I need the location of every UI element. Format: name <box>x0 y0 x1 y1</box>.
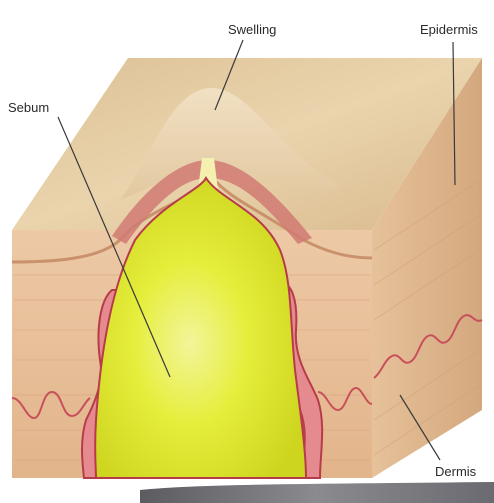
sebum-label: Sebum <box>8 100 49 115</box>
swelling-label: Swelling <box>228 22 276 37</box>
epidermis-label: Epidermis <box>420 22 478 37</box>
bottom-bar <box>140 482 494 503</box>
dermis-label: Dermis <box>435 464 477 479</box>
